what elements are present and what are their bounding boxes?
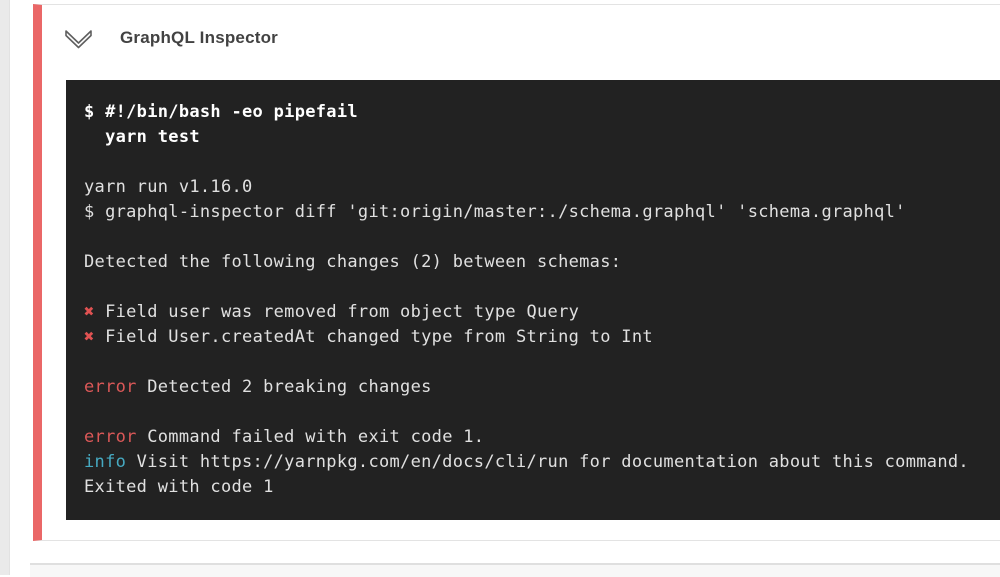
next-step-card-edge[interactable] bbox=[30, 563, 1000, 577]
terminal-line bbox=[84, 400, 1000, 425]
terminal-text: $ graphql-inspector diff 'git:origin/mas… bbox=[84, 202, 906, 222]
page-left-gutter bbox=[0, 0, 10, 575]
breaking-change-x-icon: ✖ bbox=[84, 327, 95, 347]
command-text: yarn test bbox=[84, 127, 200, 147]
terminal-text: Detected 2 breaking changes bbox=[136, 377, 432, 397]
terminal-line: yarn test bbox=[84, 125, 1000, 150]
terminal-line: ✖ Field user was removed from object typ… bbox=[84, 300, 1000, 325]
terminal-line: Exited with code 1 bbox=[84, 475, 1000, 500]
terminal-text: Visit https://yarnpkg.com/en/docs/cli/ru… bbox=[126, 452, 969, 472]
terminal-line: ✖ Field User.createdAt changed type from… bbox=[84, 325, 1000, 350]
terminal-line: Detected the following changes (2) betwe… bbox=[84, 250, 1000, 275]
terminal-text: Exited with code 1 bbox=[84, 477, 274, 497]
terminal-text: Detected the following changes (2) betwe… bbox=[84, 252, 622, 272]
terminal-line: $ #!/bin/bash -eo pipefail bbox=[84, 100, 1000, 125]
terminal-text: Field user was removed from object type … bbox=[94, 302, 580, 322]
double-chevron-down-icon[interactable] bbox=[62, 25, 95, 52]
terminal-line: error Detected 2 breaking changes bbox=[84, 375, 1000, 400]
terminal-text: Command failed with exit code 1. bbox=[136, 427, 485, 447]
error-label: error bbox=[84, 427, 137, 447]
terminal-line: error Command failed with exit code 1. bbox=[84, 425, 1000, 450]
terminal-line: yarn run v1.16.0 bbox=[84, 175, 1000, 200]
info-label: info bbox=[84, 452, 127, 472]
terminal-line bbox=[84, 350, 1000, 375]
build-step-card: GraphQL Inspector $ #!/bin/bash -eo pipe… bbox=[33, 4, 1000, 541]
terminal-line bbox=[84, 150, 1000, 175]
terminal-line bbox=[84, 225, 1000, 250]
command-text: $ #!/bin/bash -eo pipefail bbox=[84, 102, 358, 122]
terminal-output: $ #!/bin/bash -eo pipefail yarn test yarn… bbox=[66, 80, 1000, 520]
terminal-text: yarn run v1.16.0 bbox=[84, 177, 253, 197]
terminal-line: info Visit https://yarnpkg.com/en/docs/c… bbox=[84, 450, 1000, 475]
error-label: error bbox=[84, 377, 137, 397]
terminal-line: $ graphql-inspector diff 'git:origin/mas… bbox=[84, 200, 1000, 225]
step-title: GraphQL Inspector bbox=[120, 28, 279, 47]
terminal-text: Field User.createdAt changed type from S… bbox=[94, 327, 653, 347]
step-header-row[interactable]: GraphQL Inspector bbox=[42, 5, 1000, 71]
breaking-change-x-icon: ✖ bbox=[84, 302, 95, 322]
terminal-line bbox=[84, 275, 1000, 300]
